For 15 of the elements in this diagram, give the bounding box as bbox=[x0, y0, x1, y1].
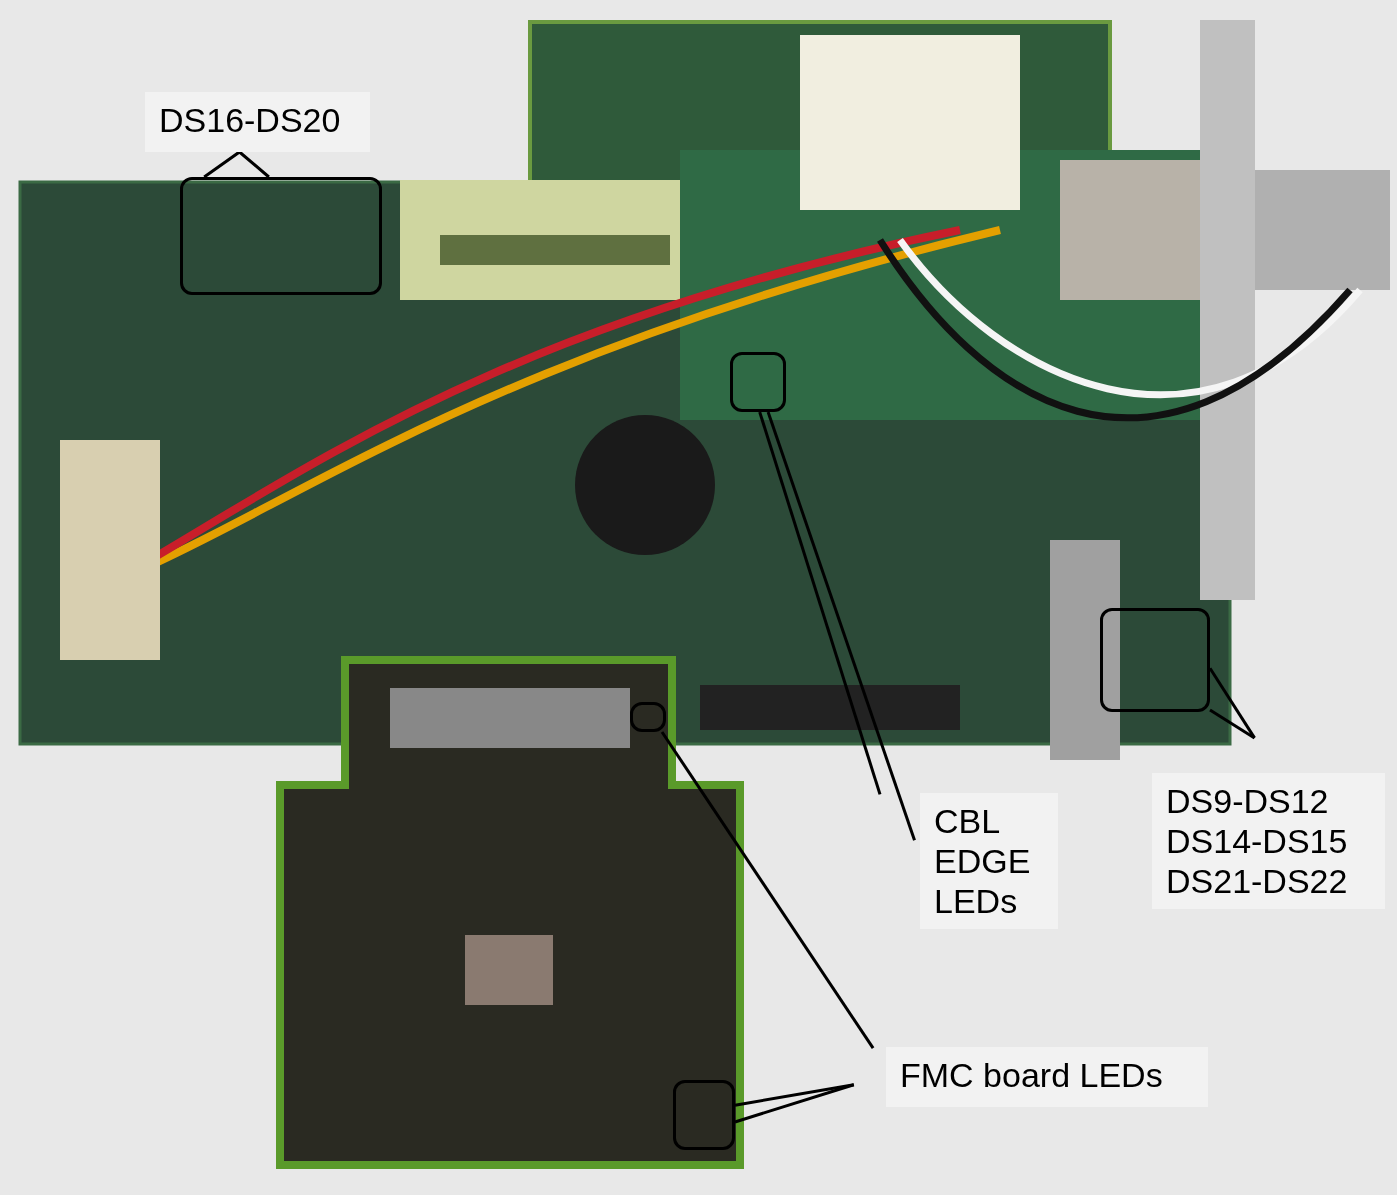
leader-line bbox=[766, 411, 916, 841]
highlight-frame bbox=[1100, 608, 1210, 712]
leader-line bbox=[1209, 708, 1256, 740]
callout-label: DS16-DS20 bbox=[145, 92, 370, 152]
callout-label: CBL EDGE LEDs bbox=[920, 793, 1058, 929]
highlight-frame bbox=[180, 177, 382, 295]
callout-label: DS9-DS12 DS14-DS15 DS21-DS22 bbox=[1152, 773, 1385, 909]
leader-line bbox=[734, 1083, 855, 1107]
leader-line bbox=[203, 150, 270, 179]
leader-line bbox=[758, 411, 882, 795]
highlight-frame bbox=[673, 1080, 735, 1150]
callout-label: FMC board LEDs bbox=[886, 1047, 1208, 1107]
highlight-frame bbox=[630, 702, 666, 732]
highlight-frame bbox=[730, 352, 786, 412]
leader-line bbox=[734, 1083, 855, 1124]
